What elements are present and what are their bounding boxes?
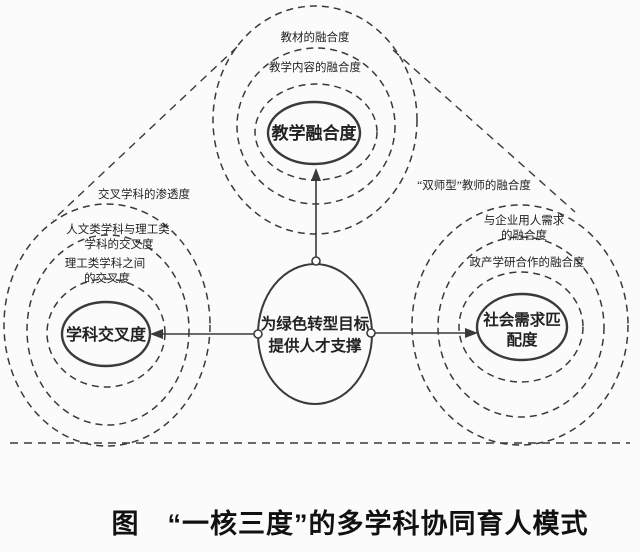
right-inner-ring (458, 271, 584, 383)
left-inner-ring-label-line1: 理工类学科之间 (65, 256, 146, 270)
center-core-label-line2: 提供人才支撑 (268, 336, 362, 355)
triangle-left-edge (52, 46, 238, 221)
left-inner-ring-label-line2: 的交叉度 (84, 271, 130, 285)
top-outer-ring-label: 教材的融合度 (281, 30, 350, 44)
left-outer-ring (3, 203, 211, 447)
right-mid-ring-label-line1: 与企业用人需求 (484, 213, 565, 227)
arrow-left-origin-dot (253, 329, 263, 339)
right-core-ellipse (475, 292, 569, 362)
top-outer-ring (212, 5, 418, 235)
center-core-label-line1: 为绿色转型目标 (261, 314, 370, 333)
top-cluster-teaching-integration: 教材的融合度 教学内容的融合度 教学融合度 (212, 5, 418, 235)
left-mid-ring-label-line2: 学科的交叉度 (85, 237, 154, 251)
arrow-right-head (465, 328, 478, 338)
right-outer-ring-label: “双师型”教师的融合度 (417, 178, 531, 192)
left-mid-ring (26, 234, 190, 426)
right-mid-ring (437, 236, 605, 418)
arrow-left-head (150, 329, 163, 339)
right-outer-ring (411, 204, 629, 446)
right-core-label-line1: 社会需求匹 (482, 310, 561, 329)
left-core-label: 学科交叉度 (66, 325, 147, 344)
right-mid-ring-label-line2: 的融合度 (501, 228, 547, 242)
left-inner-ring (46, 278, 166, 388)
right-core-label-line2: 配度 (506, 330, 538, 349)
triangle-outline (10, 46, 630, 444)
top-core-ellipse (266, 100, 362, 166)
arrow-center-to-right (366, 328, 478, 338)
arrow-center-to-left (150, 329, 263, 339)
center-core-ellipse (257, 263, 373, 405)
figure-caption: 图 “一核三度”的多学科协同育人模式 (112, 508, 589, 539)
top-core-label: 教学融合度 (271, 123, 358, 143)
left-outer-ring-label: 交叉学科的渗透度 (98, 187, 190, 201)
triangle-right-edge (392, 49, 576, 213)
center-core-node: 为绿色转型目标 提供人才支撑 (257, 263, 373, 405)
arrow-up-origin-dot (311, 256, 321, 266)
left-cluster-discipline-intersection: 交叉学科的渗透度 人文类学科与理工类 学科的交叉度 理工类学科之间 的交叉度 学… (3, 187, 211, 447)
arrow-up-head (311, 168, 321, 181)
arrow-center-to-top (311, 168, 321, 266)
top-mid-ring-label: 教学内容的融合度 (269, 60, 361, 74)
right-cluster-social-demand-matching: “双师型”教师的融合度 与企业用人需求 的融合度 政产学研合作的融合度 社会需求… (411, 178, 629, 446)
right-inner-ring-label: 政产学研合作的融合度 (470, 255, 585, 269)
left-mid-ring-label-line1: 人文类学科与理工类 (66, 222, 170, 236)
arrow-right-origin-dot (366, 328, 376, 338)
